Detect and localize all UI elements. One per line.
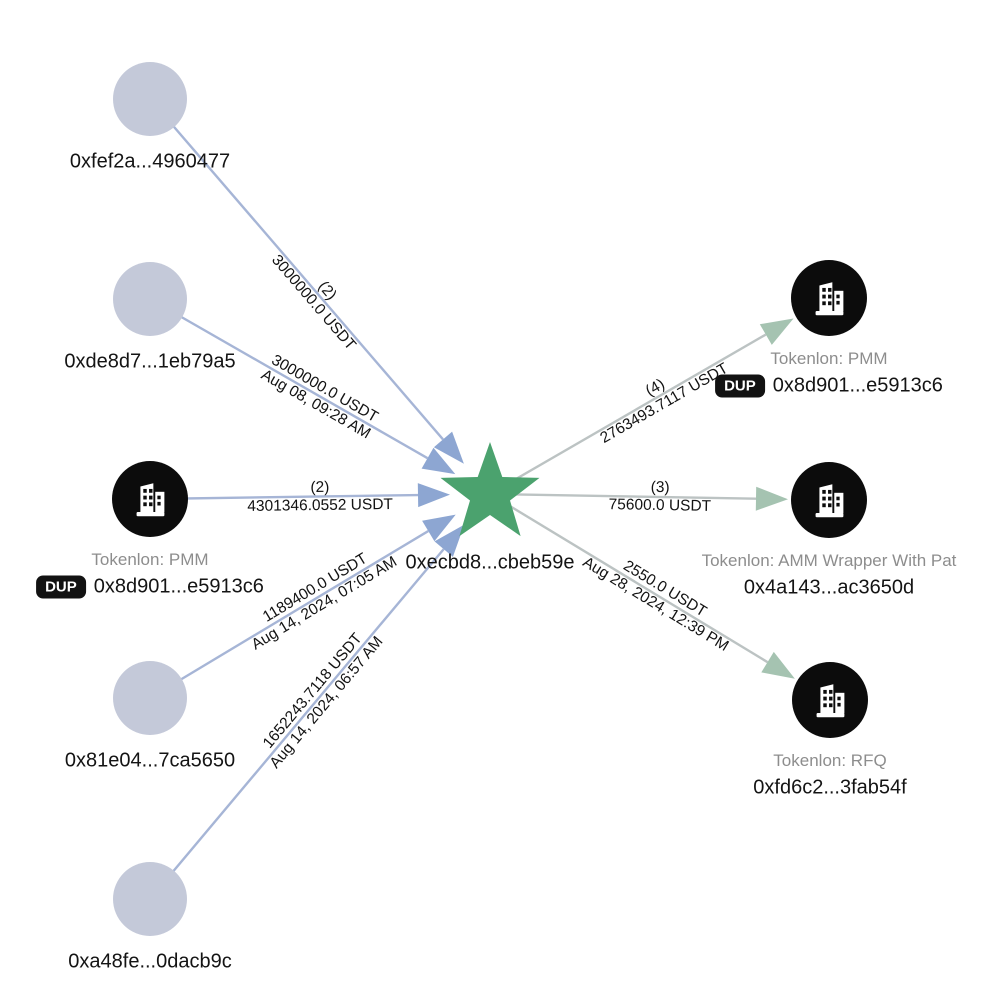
- star-icon: [440, 442, 540, 537]
- edge-line-wallet-2-to-center[interactable]: [149, 297, 429, 460]
- edge-arrow-icon: [755, 486, 788, 511]
- edge-line-center-to-contract-right-pmm[interactable]: [489, 333, 767, 496]
- edge-label-line: 4301346.0552 USDT: [247, 495, 394, 515]
- node-wallet-4[interactable]: [113, 862, 187, 936]
- edge-arrow-icon: [422, 514, 456, 542]
- node-contract-left-pmm[interactable]: [112, 461, 188, 537]
- node-contract-right-pmm[interactable]: [791, 260, 867, 336]
- edge-label-line: (3): [650, 478, 670, 497]
- building-icon: [816, 684, 845, 718]
- node-contract-rfq[interactable]: [792, 662, 868, 738]
- node-wallet-2[interactable]: [113, 262, 187, 336]
- node-wallet-1[interactable]: [113, 62, 187, 136]
- edge-arrow-icon: [434, 524, 465, 557]
- edge-line-center-to-contract-rfq[interactable]: [489, 492, 769, 664]
- edge-line-wallet-3-to-center[interactable]: [149, 530, 429, 700]
- edge-label-line: 75600.0 USDT: [607, 496, 711, 515]
- edge-label-center-to-contract-amm[interactable]: (3)75600.0 USDT: [608, 478, 711, 516]
- edge-line-contract-left-pmm-to-center[interactable]: [149, 493, 419, 501]
- edge-line-wallet-4-to-center[interactable]: [149, 548, 445, 900]
- edge-arrow-icon: [761, 651, 795, 679]
- edge-arrow-icon: [759, 318, 794, 345]
- node-center-star-icon[interactable]: [434, 438, 546, 550]
- building-icon: [815, 484, 844, 518]
- edge-arrow-icon: [417, 483, 450, 508]
- edge-label-contract-left-pmm-to-center[interactable]: (2)4301346.0552 USDT: [247, 477, 393, 515]
- building-icon: [815, 282, 844, 316]
- edge-label-line: (2): [310, 478, 330, 496]
- edge-arrow-icon: [433, 431, 464, 464]
- edge-arrow-icon: [421, 447, 456, 475]
- edge-line-center-to-contract-amm[interactable]: [489, 492, 757, 500]
- building-icon: [136, 483, 165, 517]
- node-wallet-3[interactable]: [113, 661, 187, 735]
- edge-line-wallet-1-to-center[interactable]: [149, 98, 444, 441]
- node-contract-amm[interactable]: [791, 462, 867, 538]
